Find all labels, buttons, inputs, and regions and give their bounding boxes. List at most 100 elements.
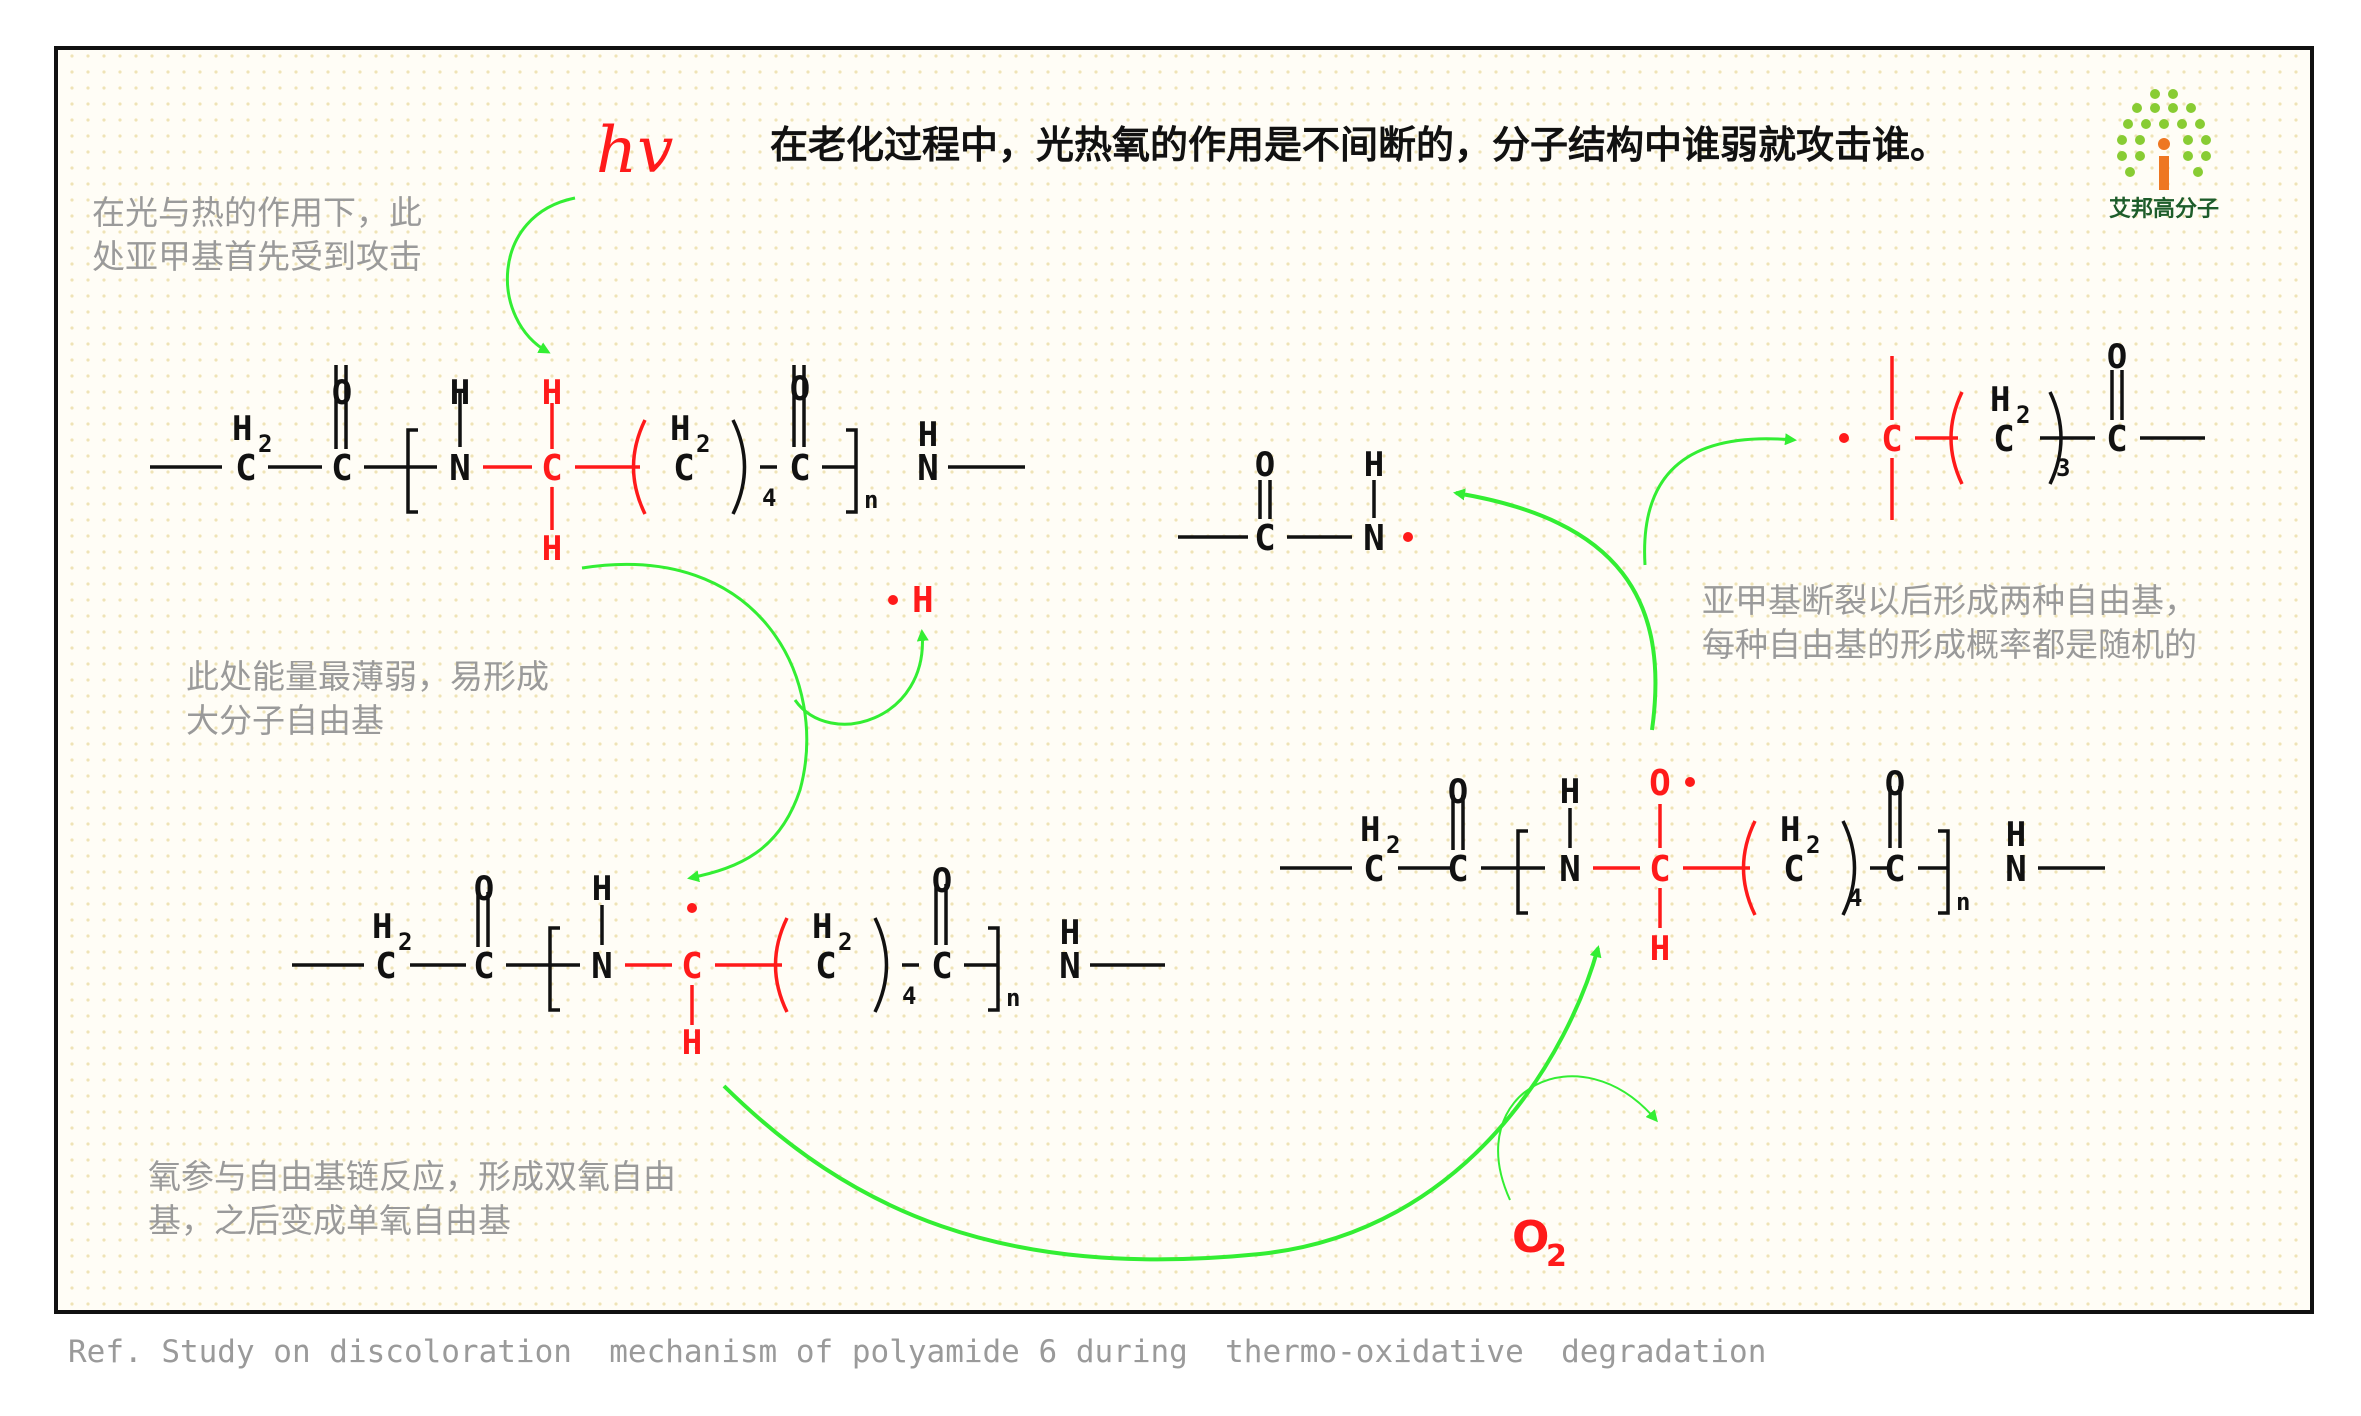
note-scission-line2: 每种自由基的形成概率都是随机的: [1702, 625, 2197, 664]
chem-atom-c: C: [815, 946, 837, 987]
chem-atom-o: O: [790, 369, 810, 409]
chem-atom-c: C: [473, 946, 495, 987]
subscript-4: 4: [762, 484, 776, 512]
radical-dot: [1403, 532, 1413, 542]
chem-atom-n: N: [1059, 946, 1081, 987]
chem-atom-c: C: [1254, 518, 1276, 559]
chem-atom-n: N: [917, 448, 939, 489]
chem-subscript: 2: [1386, 831, 1400, 859]
chem-atom-o: O: [474, 869, 494, 909]
chem-atom-c: C: [235, 448, 257, 489]
chem-atom-h: H: [372, 907, 392, 947]
chem-atom-c: C: [1783, 849, 1805, 890]
chem-atom-h: H: [1360, 810, 1380, 850]
radical-dot: [888, 595, 898, 605]
chem-atom-c: C: [1881, 419, 1903, 460]
chem-atom-c: C: [541, 448, 563, 489]
chem-atom-h: H: [1560, 772, 1580, 812]
chem-atom-o: O: [332, 373, 352, 413]
hv-label: hv: [596, 114, 673, 188]
chem-atom-h: H: [450, 373, 470, 413]
chem-atom-h: H: [542, 373, 562, 413]
chem-atom-h: H: [542, 529, 562, 569]
chem-atom-c: C: [931, 946, 953, 987]
chem-atom-n: N: [591, 946, 613, 987]
note-attack-line2: 处亚甲基首先受到攻击: [92, 237, 422, 276]
chem-atom-h: H: [812, 907, 832, 947]
chem-atom-n: N: [2005, 849, 2027, 890]
fragment-amide-radical: C O N H: [1178, 445, 1413, 559]
chem-atom-o: O: [1255, 445, 1275, 485]
fragment-carbon-radical: C C H 2 3 C O: [1839, 337, 2205, 520]
chem-atom-h: H: [1780, 810, 1800, 850]
chem-atom-c: C: [789, 448, 811, 489]
chem-atom-h: H: [2006, 815, 2026, 855]
chem-atom-c: C: [1884, 849, 1906, 890]
chem-atom-c: C: [1447, 849, 1469, 890]
chem-atom-h: H: [592, 869, 612, 909]
chem-atom-o: O: [1885, 764, 1905, 804]
diagram-frame: [54, 46, 2314, 1314]
structure-intact-chain: C H 2 C O N H C H H C H 2 4 C O n N H: [150, 365, 1025, 569]
chem-atom-h: H: [682, 1023, 702, 1063]
structure-oxy-radical: C H 2 C O N H C O H C H 2 4 C O n N H: [1280, 763, 2105, 969]
note-oxygen-line1: 氧参与自由基链反应，形成双氧自由: [148, 1157, 676, 1196]
chem-atom-h: H: [1990, 380, 2010, 420]
note-scission-line1: 亚甲基断裂以后形成两种自由基，: [1702, 581, 2197, 620]
reference-text: Ref. Study on discoloration mechanism of…: [68, 1334, 1766, 1370]
chem-atom-c: C: [673, 448, 695, 489]
chem-subscript: 2: [1806, 831, 1820, 859]
arrow-scission-carbon: [1643, 433, 1797, 566]
chem-subscript: 2: [838, 928, 852, 956]
note-weak-line2: 大分子自由基: [186, 701, 384, 740]
chem-atom-o: O: [2107, 337, 2127, 377]
oxygen-label: O: [1512, 1212, 1549, 1263]
chem-atom-c: C: [1363, 849, 1385, 890]
chem-atom-h: H: [1650, 929, 1670, 969]
reaction-arrows: [505, 196, 1797, 1262]
arrow-h-release: [793, 629, 929, 726]
arrow-oxidation: [722, 945, 1602, 1262]
subscript-n: n: [864, 486, 878, 514]
arrow-to-macro-radical: [581, 562, 809, 883]
chem-atom-o: O: [932, 861, 952, 901]
chem-atom-h: H: [1060, 913, 1080, 953]
chem-atom-c: C: [375, 946, 397, 987]
logo-icon: [2117, 89, 2211, 190]
chem-atom-o: O: [1649, 763, 1671, 804]
chem-atom-n: N: [1363, 518, 1385, 559]
note-oxygen-line2: 基，之后变成单氧自由基: [148, 1201, 511, 1240]
chem-atom-n: N: [449, 448, 471, 489]
dot-grid-pattern: [56, 48, 2312, 1312]
chem-atom-h: H: [1364, 445, 1384, 485]
radical-dot: [1839, 433, 1849, 443]
subscript-n: n: [1956, 888, 1970, 916]
structure-macro-radical: C H 2 C O N H C H C H 2 4 C O n N H: [292, 861, 1165, 1063]
oxygen-subscript: 2: [1546, 1239, 1567, 1274]
chem-atom-n: N: [1559, 849, 1581, 890]
arrow-oxygen-involvement: [1497, 1075, 1658, 1201]
chem-atom-c: C: [1993, 419, 2015, 460]
chem-subscript: 2: [398, 928, 412, 956]
subscript-n: n: [1006, 984, 1020, 1012]
chem-atom-c: C: [331, 448, 353, 489]
chem-subscript: 2: [2016, 401, 2030, 429]
chem-atom-c: C: [681, 946, 703, 987]
subscript-3: 3: [2056, 454, 2070, 482]
arrow-scission-amide: [1453, 488, 1658, 731]
page-title: 在老化过程中，光热氧的作用是不间断的，分子结构中谁弱就攻击谁。: [770, 123, 1948, 167]
chem-atom-o: O: [1448, 772, 1468, 812]
chem-atom-h: H: [670, 409, 690, 449]
chem-atom-c: C: [1649, 849, 1671, 890]
chem-atom-h: H: [232, 409, 252, 449]
hydrogen-radical-label: H: [912, 580, 934, 621]
chem-atom-h: H: [918, 415, 938, 455]
arrow-light-attack: [505, 196, 576, 354]
chem-subscript: 2: [696, 430, 710, 458]
subscript-4: 4: [902, 982, 916, 1010]
note-weak-line1: 此处能量最薄弱，易形成: [186, 657, 549, 696]
chem-atom-c: C: [2106, 419, 2128, 460]
subscript-4: 4: [1848, 884, 1862, 912]
logo-text: 艾邦高分子: [2109, 196, 2219, 222]
chem-subscript: 2: [258, 430, 272, 458]
